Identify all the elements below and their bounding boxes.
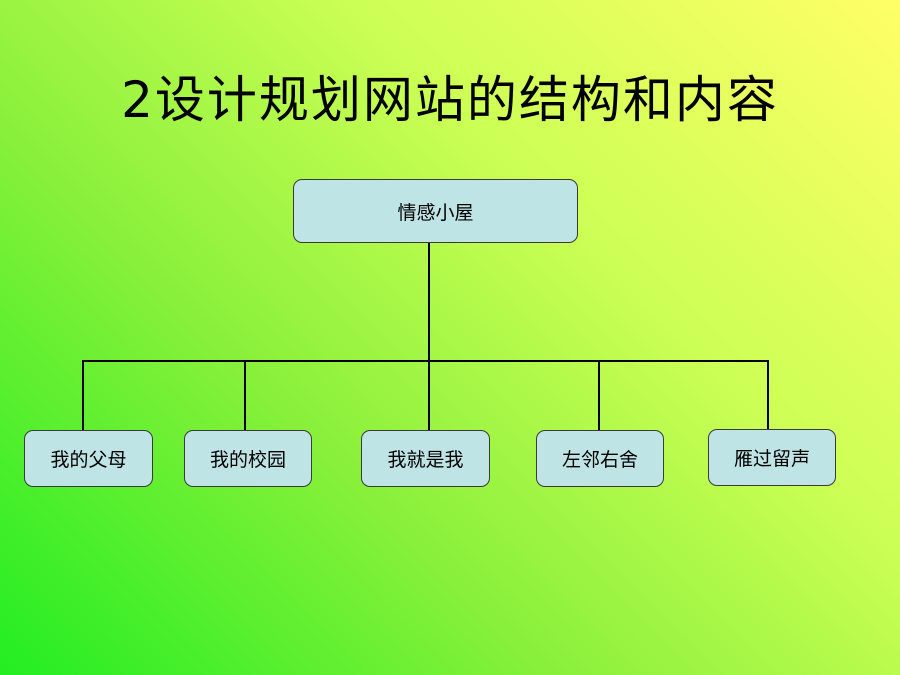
- child-connector-1: [82, 360, 84, 430]
- child-connector-4: [598, 360, 600, 430]
- child-node-label: 我就是我: [387, 449, 464, 471]
- child-connector-5: [767, 360, 769, 430]
- child-node-4: 左邻右舍: [536, 430, 664, 487]
- child-node-1: 我的父母: [24, 430, 153, 487]
- child-node-label: 左邻右舍: [561, 449, 638, 471]
- child-node-2: 我的校园: [184, 430, 312, 487]
- root-node-label: 情感小屋: [397, 201, 474, 224]
- child-connector-3: [428, 360, 430, 430]
- root-node: 情感小屋: [293, 179, 578, 243]
- horizontal-connector: [82, 360, 768, 362]
- child-connector-2: [244, 360, 246, 430]
- child-node-5: 雁过留声: [708, 429, 836, 486]
- child-node-label: 我的校园: [209, 449, 286, 471]
- root-connector: [428, 243, 430, 361]
- slide-title: 2设计规划网站的结构和内容: [121, 71, 779, 129]
- child-node-3: 我就是我: [361, 430, 490, 487]
- child-node-label: 我的父母: [50, 449, 127, 471]
- child-node-label: 雁过留声: [733, 448, 810, 470]
